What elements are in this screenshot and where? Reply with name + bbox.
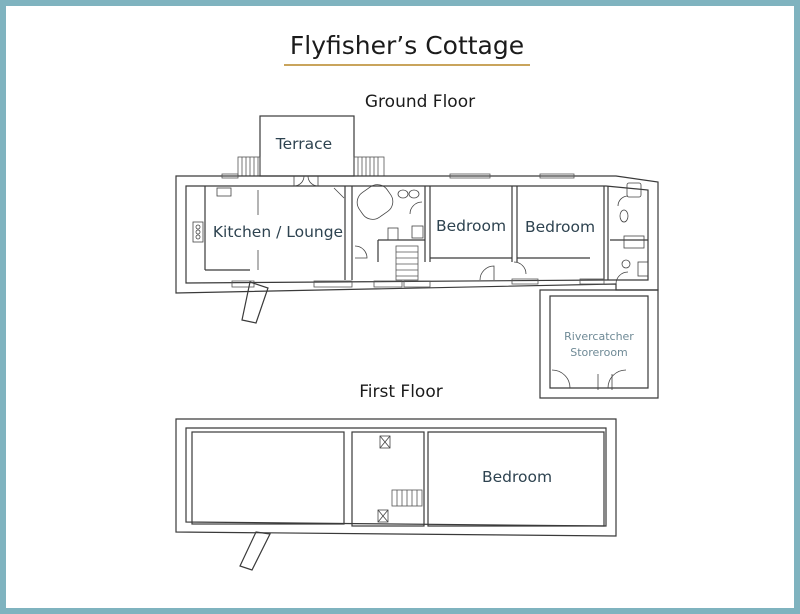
ground-floor-plan: Terrace (175, 115, 659, 399)
ensuite-fixtures (619, 182, 649, 277)
ground-floor-label: Ground Floor (365, 92, 475, 112)
entrance-wall (241, 281, 269, 324)
room-label-bedroom-2: Bedroom (525, 218, 595, 236)
first-floor-plan (175, 418, 617, 571)
skylights (377, 435, 391, 523)
main-walls (175, 175, 659, 294)
storeroom (539, 289, 659, 399)
room-label-first-floor-bedroom: Bedroom (482, 468, 552, 486)
kitchen-fixtures (192, 187, 259, 270)
first-stairs (391, 489, 423, 507)
room-label-storeroom-line2: Storeroom (570, 346, 628, 359)
plan-title: Flyfisher’s Cottage (290, 31, 524, 60)
room-label-storeroom-line1: Rivercatcher (564, 330, 634, 343)
room-label-terrace: Terrace (275, 135, 332, 153)
ground-stairs (395, 245, 419, 281)
bathroom-fixtures (356, 184, 424, 241)
windows (221, 173, 605, 288)
room-label-kitchen-lounge: Kitchen / Lounge (213, 223, 343, 241)
first-floor-label: First Floor (359, 382, 442, 402)
room-label-bedroom-1: Bedroom (436, 217, 506, 235)
